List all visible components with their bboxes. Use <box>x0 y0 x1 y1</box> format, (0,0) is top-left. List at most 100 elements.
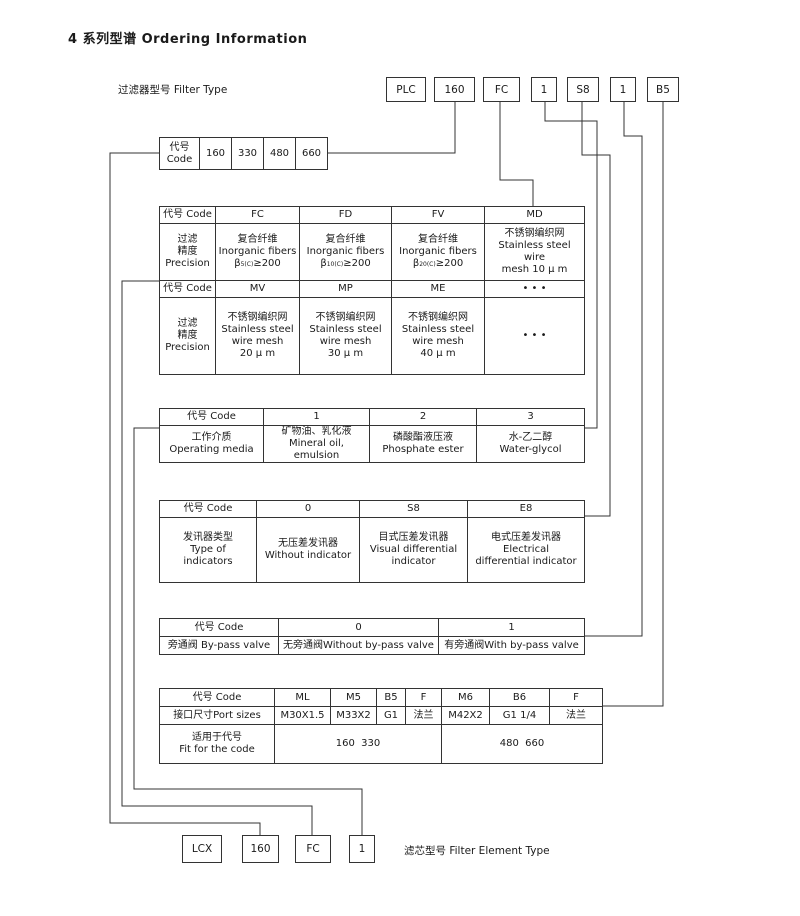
connector-indicator <box>581 102 611 517</box>
port-size-table: 代号 Code ML M5 B5 F M6 B6 F 接口尺寸Port size… <box>159 688 603 764</box>
precision-desc: 不锈钢编织网 Stainless steel wire mesh 20 μ m <box>215 297 300 375</box>
indicator-code: E8 <box>467 500 585 518</box>
precision-desc-text: 复合纤维 Inorganic fibers <box>399 233 477 257</box>
precision-code: FC <box>215 206 300 224</box>
port-fit-value: 160 330 <box>274 724 442 764</box>
media-code: 3 <box>476 408 585 426</box>
indicator-desc: 目式压差发讯器 Visual differential indicator <box>359 517 468 583</box>
precision-desc-text: 复合纤维 Inorganic fibers <box>218 233 297 257</box>
precision-code: • • • <box>484 280 585 298</box>
indicator-table: 代号 Code 0 S8 E8 发讯器类型 Type of indicators… <box>159 500 585 583</box>
element-code-box-precision: FC <box>295 835 331 863</box>
precision-desc-text: 复合纤维 Inorganic fibers <box>306 233 385 257</box>
connector-media <box>544 102 598 429</box>
precision-beta: β10(C)≥200 <box>320 257 371 269</box>
port-size: G1 <box>376 706 406 725</box>
precision-desc: 复合纤维 Inorganic fibers β5(C)≥200 <box>215 223 300 281</box>
connector-size <box>327 102 456 154</box>
port-code: M5 <box>330 688 377 707</box>
media-desc: 矿物油、乳化液 Mineral oil, emulsion <box>263 425 370 463</box>
indicator-row-label: 发讯器类型 Type of indicators <box>159 517 257 583</box>
media-code: 2 <box>369 408 477 426</box>
media-desc: 水-乙二醇 Water-glycol <box>476 425 585 463</box>
precision-desc: 复合纤维 Inorganic fibers β10(C)≥200 <box>299 223 392 281</box>
filter-code-box-bypass: 1 <box>610 77 636 102</box>
precision-beta: β20(C)≥200 <box>412 257 464 269</box>
port-size: G1 1/4 <box>489 706 550 725</box>
indicator-code: S8 <box>359 500 468 518</box>
element-type-label: 滤芯型号 Filter Element Type <box>404 845 550 857</box>
size-code-value: 480 <box>263 137 296 170</box>
filter-code-box-media: 1 <box>531 77 557 102</box>
port-code: F <box>549 688 603 707</box>
precision-desc: 不锈钢编织网 Stainless steel wire mesh 10 μ m <box>484 223 585 281</box>
connector-precision-to-element <box>121 280 313 835</box>
precision-code: FV <box>391 206 485 224</box>
bypass-code: 0 <box>278 618 439 637</box>
indicator-code: 0 <box>256 500 360 518</box>
media-row-label: 工作介质 Operating media <box>159 425 264 463</box>
connector-precision <box>499 102 534 206</box>
port-size: M33X2 <box>330 706 377 725</box>
filter-code-box-precision: FC <box>483 77 520 102</box>
precision-row-label: 过滤 精度 Precision <box>159 223 216 281</box>
port-size: 法兰 <box>405 706 442 725</box>
port-fit-label: 适用于代号 Fit for the code <box>159 724 275 764</box>
precision-code-label: 代号 Code <box>159 280 216 298</box>
connector-port <box>602 102 664 707</box>
media-desc: 磷酸酯液压液 Phosphate ester <box>369 425 477 463</box>
size-code-value: 330 <box>231 137 264 170</box>
indicator-desc: 无压差发讯器 Without indicator <box>256 517 360 583</box>
precision-code: MD <box>484 206 585 224</box>
indicator-code-label: 代号 Code <box>159 500 257 518</box>
precision-code: MP <box>299 280 392 298</box>
element-code-box-size: 160 <box>242 835 279 863</box>
precision-row-label: 过滤 精度 Precision <box>159 297 216 375</box>
precision-code: FD <box>299 206 392 224</box>
precision-desc: 不锈钢编织网 Stainless steel wire mesh 40 μ m <box>391 297 485 375</box>
port-code: ML <box>274 688 331 707</box>
precision-desc: 复合纤维 Inorganic fibers β20(C)≥200 <box>391 223 485 281</box>
size-code-header: 代号 Code <box>159 137 200 170</box>
precision-table: 代号 Code FC FD FV MD 过滤 精度 Precision 复合纤维… <box>159 206 585 375</box>
bypass-row-label: 旁通阀 By-pass valve <box>159 636 279 655</box>
port-code: M6 <box>441 688 490 707</box>
port-code-label: 代号 Code <box>159 688 275 707</box>
precision-desc: • • • <box>484 297 585 375</box>
size-code-table: 代号 Code 160 330 480 660 <box>159 137 328 170</box>
media-code-label: 代号 Code <box>159 408 264 426</box>
port-code: F <box>405 688 442 707</box>
filter-code-box-plc: PLC <box>386 77 426 102</box>
bypass-desc: 有旁通阀With by-pass valve <box>438 636 585 655</box>
indicator-desc: 电式压差发讯器 Electrical differential indicato… <box>467 517 585 583</box>
port-fit-value: 480 660 <box>441 724 603 764</box>
port-size: M42X2 <box>441 706 490 725</box>
connector-media-to-element <box>133 427 363 835</box>
connector-size-to-element <box>109 152 261 835</box>
filter-code-box-indicator: S8 <box>567 77 599 102</box>
port-size: M30X1.5 <box>274 706 331 725</box>
precision-code: ME <box>391 280 485 298</box>
port-size: 法兰 <box>549 706 603 725</box>
port-code: B6 <box>489 688 550 707</box>
size-code-value: 160 <box>199 137 232 170</box>
size-code-value: 660 <box>295 137 328 170</box>
port-code: B5 <box>376 688 406 707</box>
precision-code: MV <box>215 280 300 298</box>
bypass-code-label: 代号 Code <box>159 618 279 637</box>
precision-desc: 不锈钢编织网 Stainless steel wire mesh 30 μ m <box>299 297 392 375</box>
media-code: 1 <box>263 408 370 426</box>
page-title: 4 系列型谱 Ordering Information <box>68 32 308 47</box>
media-table: 代号 Code 1 2 3 工作介质 Operating media 矿物油、乳… <box>159 408 585 463</box>
filter-type-label: 过滤器型号 Filter Type <box>118 84 228 96</box>
bypass-code: 1 <box>438 618 585 637</box>
precision-beta: β5(C)≥200 <box>234 257 281 269</box>
precision-code-label: 代号 Code <box>159 206 216 224</box>
element-code-box-media: 1 <box>349 835 375 863</box>
element-code-box-lcx: LCX <box>182 835 222 863</box>
filter-code-box-size: 160 <box>434 77 475 102</box>
connector-bypass <box>584 102 643 637</box>
bypass-desc: 无旁通阀Without by-pass valve <box>278 636 439 655</box>
bypass-table: 代号 Code 0 1 旁通阀 By-pass valve 无旁通阀Withou… <box>159 618 585 655</box>
